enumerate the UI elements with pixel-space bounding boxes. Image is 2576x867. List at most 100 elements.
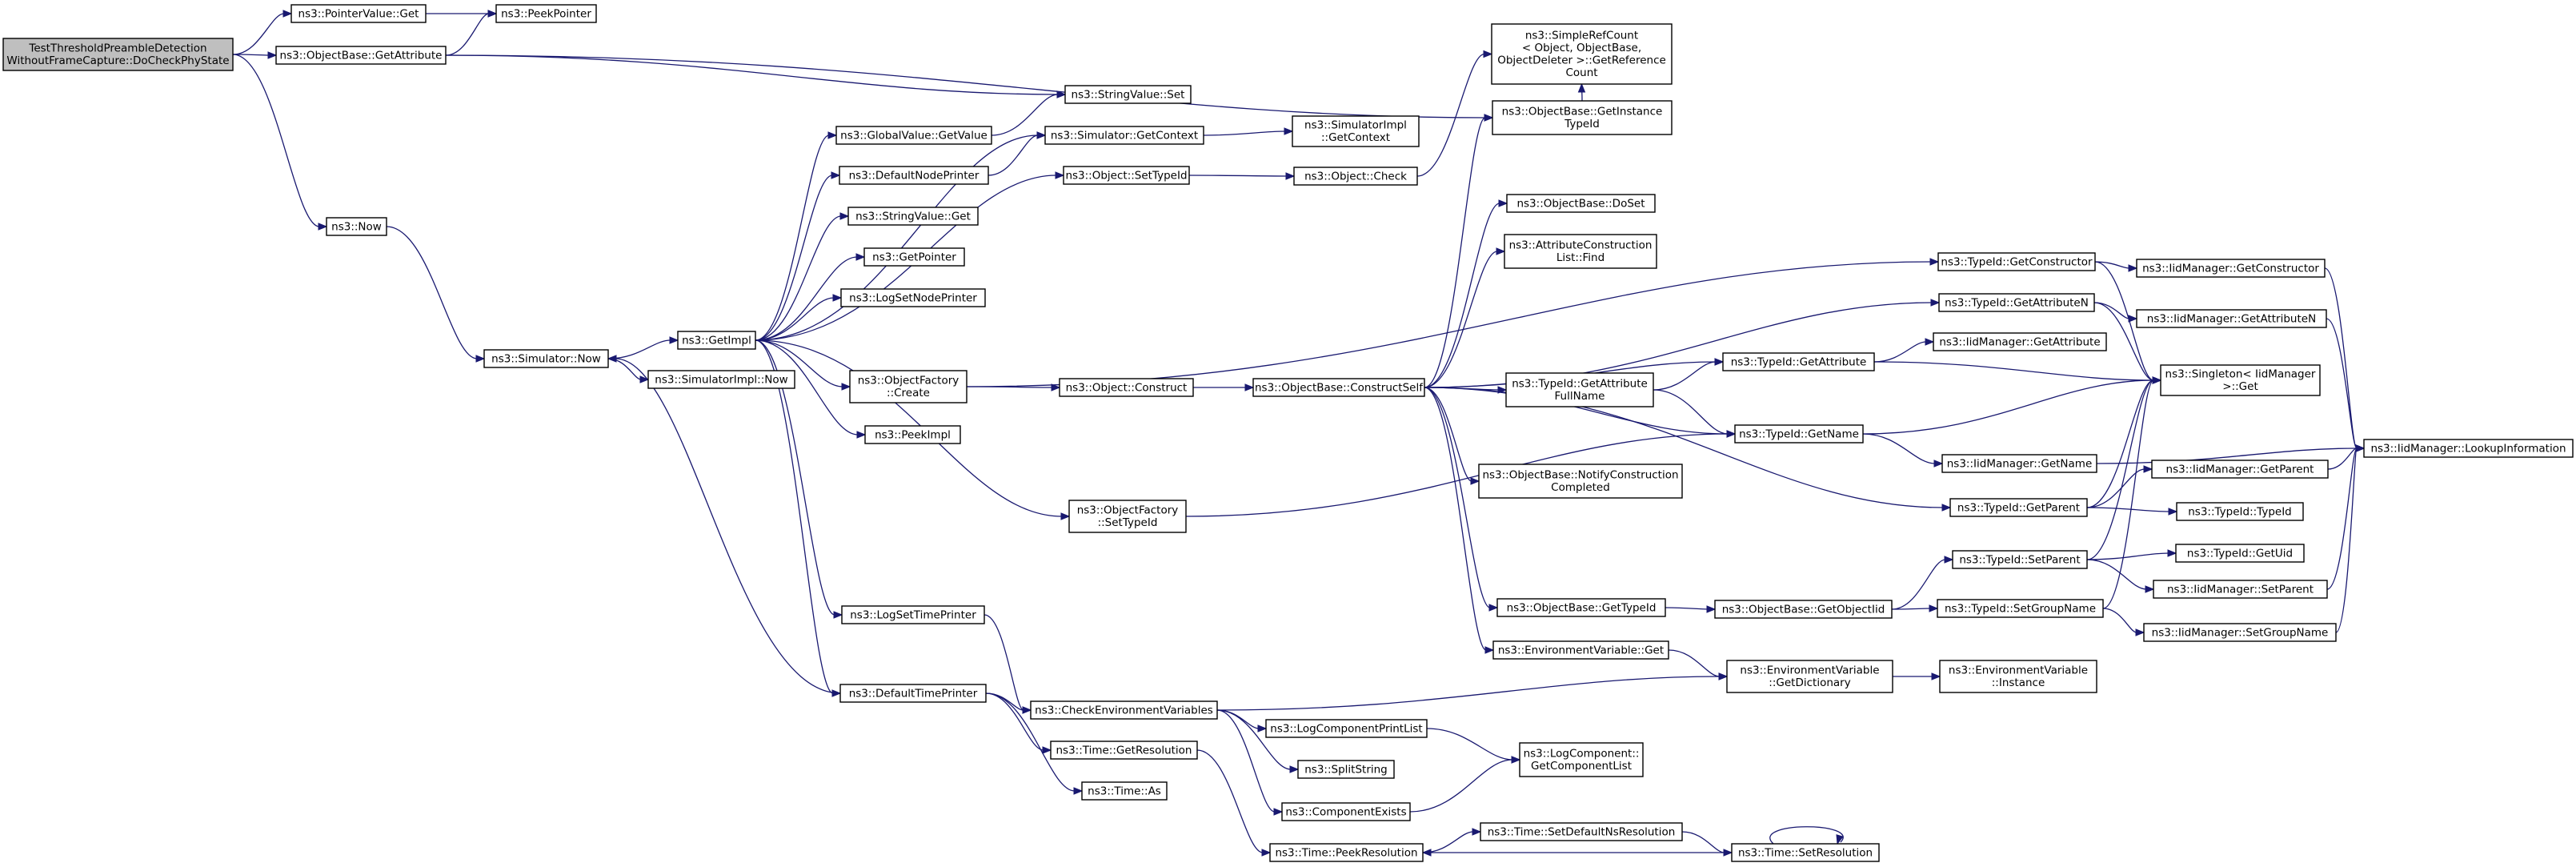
node-iidgetname[interactable]: ns3::IidManager::GetName	[1941, 454, 2097, 473]
node-typeidsetparent[interactable]: ns3::TypeId::SetParent	[1952, 550, 2088, 569]
node-box[interactable]	[841, 605, 985, 624]
node-box[interactable]	[1480, 822, 1683, 841]
node-box[interactable]	[2363, 439, 2574, 458]
node-box[interactable]	[863, 247, 965, 267]
node-simplerefcount[interactable]: ns3::SimpleRefCount< Object, ObjectBase,…	[1491, 23, 1673, 85]
node-box[interactable]	[1939, 660, 2097, 693]
node-typeidgetattributen[interactable]: ns3::TypeId::GetAttributeN	[1938, 293, 2095, 312]
node-box[interactable]	[2151, 460, 2329, 479]
node-box[interactable]	[1734, 424, 1864, 444]
node-box[interactable]	[1722, 352, 1875, 371]
node-box[interactable]	[835, 126, 992, 145]
node-defaultnodeprinter[interactable]: ns3::DefaultNodePrinter	[839, 166, 989, 185]
node-box[interactable]	[1933, 332, 2107, 351]
node-getpointer[interactable]: ns3::GetPointer	[863, 247, 965, 267]
node-timepeekresolution[interactable]: ns3::Time::PeekResolution	[1269, 843, 1424, 862]
node-box[interactable]	[1937, 599, 2104, 618]
node-box[interactable]	[847, 207, 979, 226]
node-box[interactable]	[849, 370, 968, 403]
node-logcompprintlist[interactable]: ns3::LogComponentPrintList	[1265, 719, 1428, 738]
node-box[interactable]	[1492, 100, 1673, 135]
node-box[interactable]	[1063, 166, 1190, 185]
node-box[interactable]	[1044, 126, 1204, 145]
node-box[interactable]	[1297, 760, 1395, 779]
node-box[interactable]	[1949, 498, 2088, 517]
node-box[interactable]	[1726, 660, 1893, 693]
node-objsettypeid[interactable]: ns3::Object::SetTypeId	[1063, 166, 1190, 185]
node-singletonget[interactable]: ns3::Singleton< IidManager>::Get	[2160, 364, 2321, 396]
node-componentexists[interactable]: ns3::ComponentExists	[1281, 802, 1411, 821]
node-timesetresolution[interactable]: ns3::Time::SetResolution	[1731, 843, 1880, 862]
node-timegetresolution[interactable]: ns3::Time::GetResolution	[1050, 741, 1198, 760]
node-box[interactable]	[1731, 843, 1880, 862]
node-pvget[interactable]: ns3::PointerValue::Get	[290, 4, 427, 23]
node-envvarinstance[interactable]: ns3::EnvironmentVariable::Instance	[1939, 660, 2097, 693]
node-box[interactable]	[326, 217, 387, 236]
node-peekptr[interactable]: ns3::PeekPointer	[495, 4, 597, 23]
node-typeidgetname[interactable]: ns3::TypeId::GetName	[1734, 424, 1864, 444]
node-peekimpl[interactable]: ns3::PeekImpl	[864, 425, 961, 444]
node-stringvalueget[interactable]: ns3::StringValue::Get	[847, 207, 979, 226]
node-simimplgetcontext[interactable]: ns3::SimulatorImpl::GetContext	[1292, 115, 1420, 147]
node-typeidgetuid[interactable]: ns3::TypeId::GetUid	[2175, 544, 2305, 563]
node-obnotifyconstr[interactable]: ns3::ObjectBase::NotifyConstructionCompl…	[1478, 464, 1683, 499]
node-timesetdefaultns[interactable]: ns3::Time::SetDefaultNsResolution	[1480, 822, 1683, 841]
node-box[interactable]	[1938, 293, 2095, 312]
node-iidgetparent[interactable]: ns3::IidManager::GetParent	[2151, 460, 2329, 479]
node-objcheck[interactable]: ns3::Object::Check	[1293, 167, 1418, 186]
node-box[interactable]	[2136, 309, 2327, 328]
node-objfactorysettypeid[interactable]: ns3::ObjectFactory::SetTypeId	[1068, 500, 1187, 533]
node-box[interactable]	[839, 166, 989, 185]
node-box[interactable]	[1281, 802, 1411, 821]
node-box[interactable]	[275, 46, 447, 65]
node-stringvalueset[interactable]: ns3::StringValue::Set	[1064, 85, 1192, 104]
node-box[interactable]	[495, 4, 597, 23]
node-box[interactable]	[1519, 742, 1644, 777]
node-box[interactable]	[1504, 234, 1657, 269]
node-box[interactable]	[1252, 378, 1425, 397]
node-box[interactable]	[1030, 700, 1218, 720]
node-iidgetattribute[interactable]: ns3::IidManager::GetAttribute	[1933, 332, 2107, 351]
node-box[interactable]	[1491, 23, 1673, 85]
node-logsetnodeprinter[interactable]: ns3::LogSetNodePrinter	[840, 288, 986, 307]
node-box[interactable]	[840, 288, 986, 307]
node-obgetobjectiid[interactable]: ns3::ObjectBase::GetObjectIid	[1714, 600, 1893, 619]
node-iidgetattributen[interactable]: ns3::IidManager::GetAttributeN	[2136, 309, 2327, 328]
node-envvargetdict[interactable]: ns3::EnvironmentVariable::GetDictionary	[1726, 660, 1893, 693]
node-box[interactable]	[1505, 372, 1654, 407]
node-box[interactable]	[290, 4, 427, 23]
node-checkenvvars[interactable]: ns3::CheckEnvironmentVariables	[1030, 700, 1218, 720]
node-now[interactable]: ns3::Now	[326, 217, 387, 236]
node-obconstructself[interactable]: ns3::ObjectBase::ConstructSelf	[1252, 378, 1425, 397]
node-box[interactable]	[2153, 580, 2328, 599]
node-box[interactable]	[1478, 464, 1683, 499]
node-box[interactable]	[677, 331, 756, 350]
node-box[interactable]	[1941, 454, 2097, 473]
node-objconstruct[interactable]: ns3::Object::Construct	[1059, 378, 1194, 397]
node-simnow[interactable]: ns3::Simulator::Now	[483, 349, 609, 368]
node-box[interactable]	[483, 349, 609, 368]
node-obdoset[interactable]: ns3::ObjectBase::DoSet	[1506, 194, 1656, 213]
node-timeas[interactable]: ns3::Time::As	[1081, 781, 1168, 801]
node-box[interactable]	[2136, 259, 2326, 278]
node-iidsetgroupname[interactable]: ns3::IidManager::SetGroupName	[2143, 623, 2337, 642]
node-box[interactable]	[1068, 500, 1187, 533]
node-logsettimeprinter[interactable]: ns3::LogSetTimePrinter	[841, 605, 985, 624]
node-logcompgetlist[interactable]: ns3::LogComponent::GetComponentList	[1519, 742, 1644, 777]
node-iidgetconstructor[interactable]: ns3::IidManager::GetConstructor	[2136, 259, 2326, 278]
node-objfactorycreate[interactable]: ns3::ObjectFactory::Create	[849, 370, 968, 403]
node-simgetcontext[interactable]: ns3::Simulator::GetContext	[1044, 126, 1204, 145]
node-box[interactable]	[1492, 640, 1669, 660]
node-box[interactable]	[1064, 85, 1192, 104]
node-simimplnow[interactable]: ns3::SimulatorImpl::Now	[647, 370, 795, 389]
node-box[interactable]	[1059, 378, 1194, 397]
node-iidsetparent[interactable]: ns3::IidManager::SetParent	[2153, 580, 2328, 599]
node-box[interactable]	[1496, 598, 1666, 617]
node-box[interactable]	[2160, 364, 2321, 396]
node-splitstring[interactable]: ns3::SplitString	[1297, 760, 1395, 779]
node-typeidsetgroupname[interactable]: ns3::TypeId::SetGroupName	[1937, 599, 2104, 618]
node-root[interactable]: TestThresholdPreambleDetectionWithoutFra…	[2, 38, 234, 71]
